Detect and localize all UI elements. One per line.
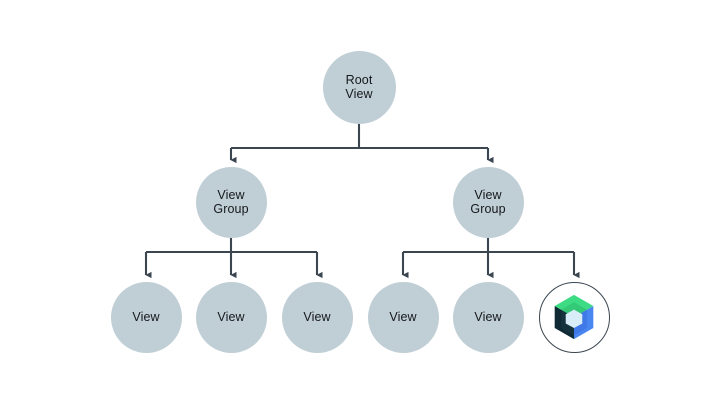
node-view-4[interactable]: View [367, 281, 439, 353]
node-compose-interop[interactable] [538, 281, 610, 353]
jetpack-compose-logo-icon [554, 294, 594, 340]
node-view-1-label: View [132, 309, 160, 324]
node-view-3[interactable]: View [281, 281, 353, 353]
node-view-2[interactable]: View [195, 281, 267, 353]
node-view-5-label: View [474, 309, 502, 324]
node-view-3-label: View [303, 309, 331, 324]
node-view-5[interactable]: View [452, 281, 524, 353]
node-view-group-left[interactable]: View Group [195, 166, 267, 238]
node-view-2-label: View [217, 309, 245, 324]
node-view-4-label: View [389, 309, 417, 324]
node-view-group-right[interactable]: View Group [452, 166, 524, 238]
node-root-view[interactable]: Root View [322, 50, 396, 124]
node-root-view-label: Root View [345, 72, 373, 102]
node-view-group-right-label: View Group [470, 187, 506, 217]
node-view-1[interactable]: View [110, 281, 182, 353]
node-view-group-left-label: View Group [213, 187, 249, 217]
